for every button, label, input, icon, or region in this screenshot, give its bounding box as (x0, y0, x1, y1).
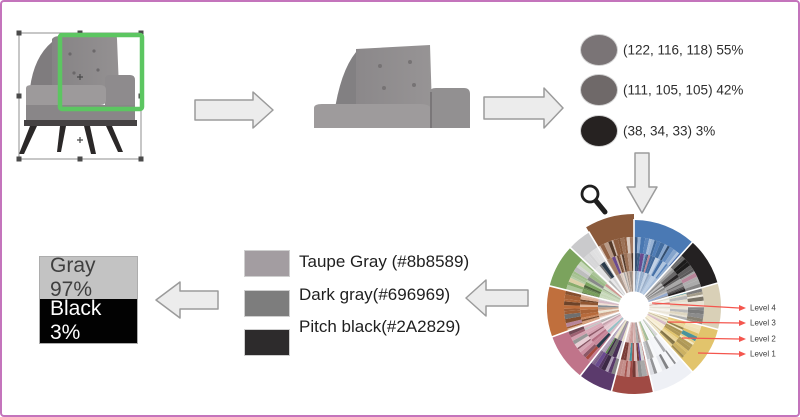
color-wheel (546, 214, 721, 395)
result-black-label: Black 3% (50, 297, 102, 344)
cluster-swatch-0 (580, 34, 618, 66)
flow-arrow-right-1 (194, 91, 274, 129)
flow-arrow-left-1 (465, 279, 529, 317)
result-gray-label: Gray 97% (50, 254, 96, 301)
cropped-chair-image (314, 45, 470, 128)
level-label-4: Level 4 (750, 303, 776, 313)
palette-label-1: Dark gray(#696969) (299, 285, 451, 304)
palette-label-0: Taupe Gray (#8b8589) (299, 252, 470, 271)
level-label-2: Level 2 (750, 334, 776, 344)
green-bbox (57, 32, 145, 112)
palette-swatch-1 (244, 290, 290, 317)
palette-swatch-0 (244, 250, 290, 277)
palette-label-2: Pitch black(#2A2829) (299, 317, 461, 336)
level-label-3: Level 3 (750, 318, 776, 328)
result-box (39, 256, 138, 344)
cluster-swatch-1 (580, 74, 618, 106)
result-black-segment: Black 3% (40, 297, 137, 344)
cluster-swatch-2 (580, 115, 618, 147)
cluster-label-0: (122, 116, 118) 55% (623, 42, 744, 58)
result-gray-segment: Gray 97% (40, 254, 137, 301)
level-label-1: Level 1 (750, 349, 776, 359)
palette-swatch-2 (244, 329, 290, 356)
flow-arrow-left-2 (155, 281, 219, 319)
magnifier-icon (580, 184, 608, 215)
crop-center-cross (77, 74, 83, 143)
flow-arrow-right-2 (483, 87, 564, 129)
chair-photo (19, 34, 137, 154)
cluster-label-1: (111, 105, 105) 42% (623, 82, 744, 98)
cluster-label-2: (38, 34, 33) 3% (623, 123, 716, 139)
level-pointer-lines (651, 302, 746, 357)
flow-arrow-down (626, 152, 658, 214)
